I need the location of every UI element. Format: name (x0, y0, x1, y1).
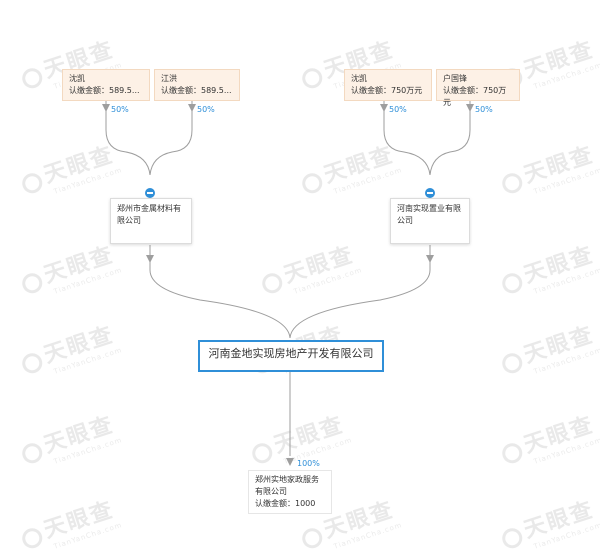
share-percent: 50% (475, 105, 493, 114)
shareholder-name: 沈凯 (351, 74, 367, 83)
arrow-1 (102, 104, 110, 112)
shareholder-node[interactable]: 沈凯 认缴金额：589.5... (62, 69, 150, 101)
edge-shareholder-4 (429, 100, 471, 176)
parent-company-node[interactable]: 郑州市金属材料有限公司 (110, 198, 192, 244)
main-company-node[interactable]: 河南金地实现房地产开发有限公司 (198, 340, 384, 372)
edge-company-right (289, 245, 431, 339)
edge-shareholder-1 (105, 100, 151, 176)
shareholder-name: 户国锋 (443, 74, 467, 83)
shareholder-node[interactable]: 沈凯 认缴金额：750万元 (344, 69, 432, 101)
shareholder-amount: 认缴金额：589.5... (161, 86, 232, 95)
collapse-icon[interactable] (145, 188, 155, 198)
company-name: 郑州市金属材料有限公司 (117, 204, 181, 225)
share-percent: 50% (197, 105, 215, 114)
edge-shareholder-2 (149, 100, 193, 176)
edge-company-left (149, 245, 291, 339)
shareholder-name: 沈凯 (69, 74, 85, 83)
shareholder-node[interactable]: 江洪 认缴金额：589.5... (154, 69, 240, 101)
arrow-4 (466, 104, 474, 112)
arrow-5 (146, 255, 154, 263)
shareholder-name: 江洪 (161, 74, 177, 83)
parent-company-node[interactable]: 河南实现置业有限公司 (390, 198, 470, 244)
shareholder-amount: 认缴金额：750万元 (443, 86, 507, 107)
collapse-icon[interactable] (425, 188, 435, 198)
arrow-3 (380, 104, 388, 112)
subsidiary-percent: 100% (297, 459, 320, 468)
company-name: 河南实现置业有限公司 (397, 204, 461, 225)
subsidiary-node[interactable]: 郑州实地家政服务有限公司 认缴金额：1000 (248, 470, 332, 514)
share-percent: 50% (389, 105, 407, 114)
arrow-2 (188, 104, 196, 112)
shareholder-node[interactable]: 户国锋 认缴金额：750万元 (436, 69, 520, 107)
subsidiary-amount: 认缴金额：1000 (255, 499, 316, 508)
arrow-6 (426, 255, 434, 263)
shareholder-amount: 认缴金额：589.5... (69, 86, 140, 95)
main-company-name: 河南金地实现房地产开发有限公司 (208, 347, 374, 360)
subsidiary-name: 郑州实地家政服务有限公司 (255, 475, 319, 496)
arrow-7 (286, 458, 294, 466)
shareholder-amount: 认缴金额：750万元 (351, 86, 423, 95)
share-percent: 50% (111, 105, 129, 114)
edge-shareholder-3 (383, 100, 431, 176)
